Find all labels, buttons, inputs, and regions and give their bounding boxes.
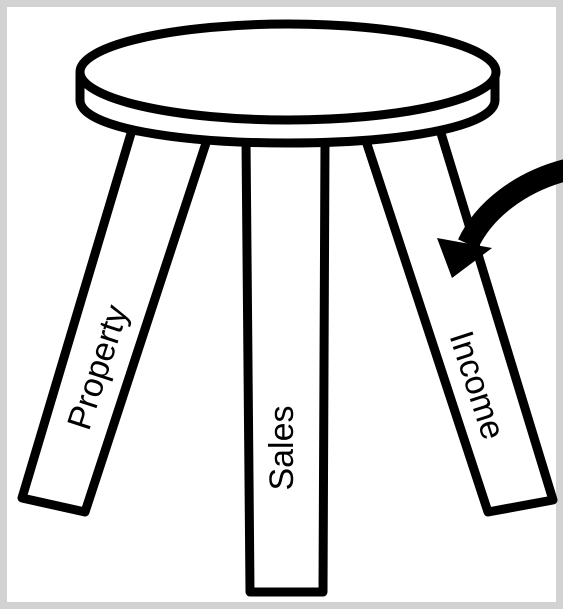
leg-label-sales: Sales: [263, 405, 301, 490]
leg-sales: [246, 140, 325, 592]
stool-seat: [80, 24, 496, 143]
